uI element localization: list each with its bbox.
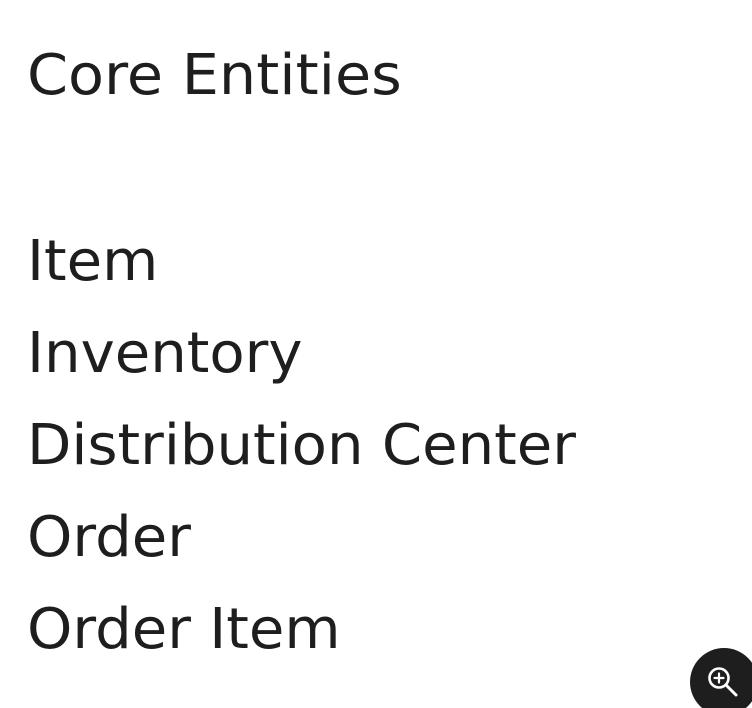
zoom-in-icon [708, 667, 738, 697]
entity-list: Item Inventory Distribution Center Order… [27, 216, 576, 676]
zoom-in-button[interactable] [690, 648, 752, 708]
entity-item: Item [27, 229, 159, 294]
note-heading: Core Entities [27, 43, 402, 108]
entity-item: Order Item [27, 597, 341, 662]
entity-item: Inventory [27, 321, 303, 386]
entity-item: Order [27, 505, 191, 570]
entity-item: Distribution Center [27, 413, 576, 478]
